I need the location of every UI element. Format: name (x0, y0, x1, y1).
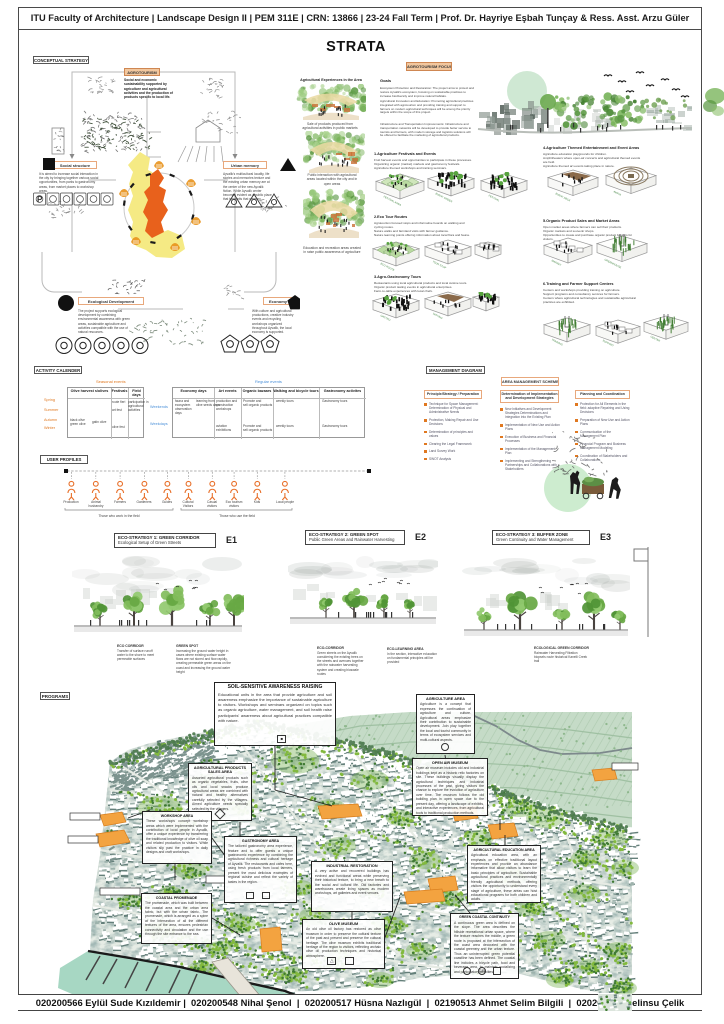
svg-text:TOUR STOP: TOUR STOP (432, 259, 447, 270)
svg-text:AMPHI: AMPHI (613, 189, 622, 196)
svg-text:TRAINING: TRAINING (551, 337, 564, 346)
svg-text:P: P (37, 195, 43, 204)
svg-text:CENTER: CENTER (650, 334, 661, 342)
svg-text:GASTRO: GASTRO (380, 313, 392, 322)
svg-text:EVENT DECK: EVENT DECK (555, 191, 572, 202)
svg-text:SUPPORT: SUPPORT (602, 338, 615, 347)
svg-text:ECO ROUTE: ECO ROUTE (380, 261, 396, 272)
svg-text:MARKET: MARKET (551, 258, 563, 267)
svg-text:FESTIVAL: FESTIVAL (488, 193, 501, 202)
svg-text:TASTING: TASTING (432, 311, 444, 320)
